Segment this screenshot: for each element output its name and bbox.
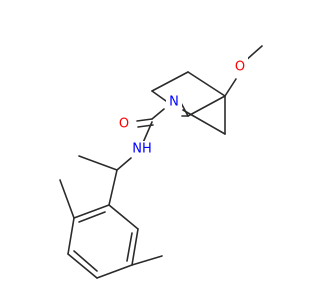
bond-ar-1 bbox=[73, 204, 110, 219]
bond-c3b-c2b bbox=[151, 71, 189, 92]
bond-ar-inner-1 bbox=[78, 211, 106, 223]
structure-diagram: O N O NH bbox=[59, 45, 263, 279]
bond-ar-3 bbox=[67, 253, 98, 279]
bonds bbox=[59, 45, 263, 279]
molecule-canvas: O N O NH bbox=[59, 45, 263, 279]
bond-o-c4 bbox=[224, 78, 237, 97]
bond-c4-c3b bbox=[187, 71, 226, 97]
bond-ch-ipso bbox=[108, 169, 118, 206]
bond-n-c2a-lower bbox=[182, 109, 226, 135]
bond-ch-methyl bbox=[78, 155, 118, 171]
bond-ar-6 bbox=[108, 204, 139, 230]
bond-meta-methyl bbox=[131, 255, 163, 266]
bond-ortho-methyl bbox=[59, 179, 75, 219]
bond-c2b-n bbox=[151, 90, 167, 102]
atom-labels: O N O NH bbox=[116, 56, 248, 157]
piperidine-nitrogen-label: N bbox=[169, 95, 179, 110]
bond-ar-5 bbox=[131, 228, 139, 266]
bond-n-carbonyl bbox=[151, 108, 165, 120]
carbonyl-oxygen-label: O bbox=[119, 117, 129, 132]
bond-nh-ch bbox=[116, 157, 132, 171]
bond-ar-4 bbox=[96, 264, 133, 279]
methoxy-oxygen-label: O bbox=[235, 60, 245, 75]
bond-ar-inner-3 bbox=[126, 232, 133, 262]
bond-co-1 bbox=[136, 118, 153, 122]
bond-ar-inner-2 bbox=[73, 250, 98, 272]
bond-ar-2 bbox=[67, 217, 75, 255]
amide-nh-label: NH bbox=[132, 142, 152, 157]
bond-c4-c3a bbox=[187, 95, 226, 117]
